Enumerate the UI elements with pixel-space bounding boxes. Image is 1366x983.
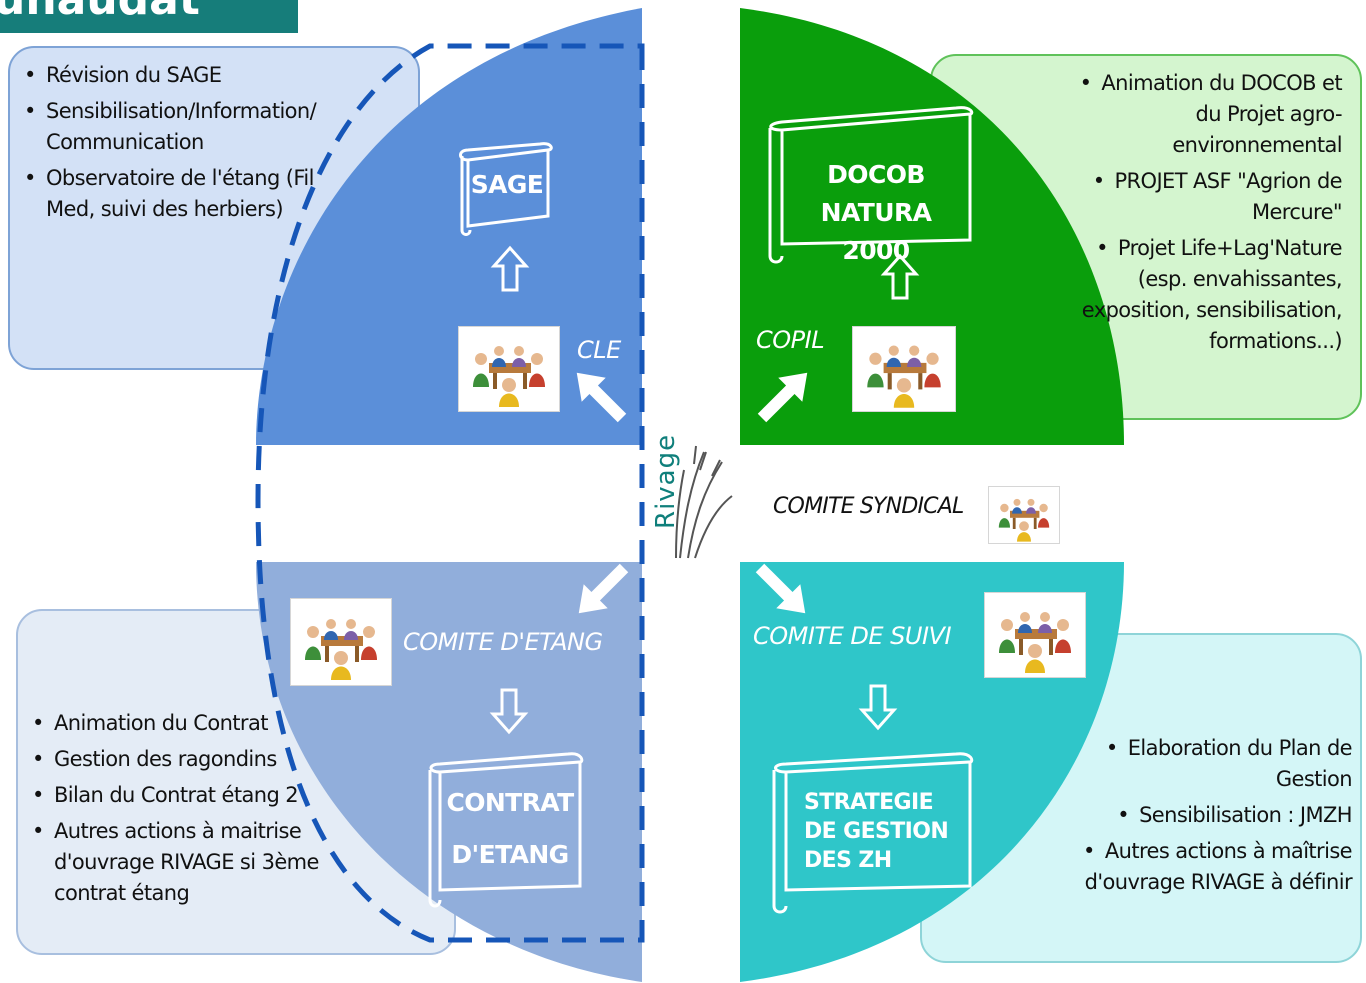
arrow-to-bottom-left bbox=[578, 563, 629, 614]
arrow-down-icon bbox=[489, 688, 529, 735]
dashed-boundary bbox=[255, 43, 645, 943]
list-item: Projet Life+Lag'Nature (esp. envahissant… bbox=[1060, 233, 1343, 357]
scroll-icon bbox=[428, 752, 584, 908]
brand-rivage: Rivage bbox=[651, 433, 681, 529]
body-label-comite-etang: COMITE D'ETANG bbox=[403, 628, 603, 656]
meeting-icon bbox=[290, 598, 392, 686]
arrow-up-icon bbox=[880, 253, 920, 300]
meeting-icon bbox=[988, 486, 1060, 544]
header-title: unaudat bbox=[0, 0, 200, 25]
arrow-to-top-right bbox=[757, 372, 808, 423]
actions-list-bottom-left: Animation du Contrat Gestion des ragondi… bbox=[30, 708, 330, 914]
actions-list-top-right: Animation du DOCOB et du Projet agro-env… bbox=[1060, 68, 1343, 362]
reed-icon bbox=[675, 445, 733, 559]
meeting-icon bbox=[458, 326, 560, 412]
header-banner: unaudat bbox=[0, 0, 298, 33]
list-item: Autres actions à maitrise d'ouvrage RIVA… bbox=[30, 816, 330, 909]
list-item: Elaboration du Plan de Gestion bbox=[1064, 733, 1353, 795]
actions-list-top-left: Révision du SAGE Sensibilisation/Informa… bbox=[22, 60, 352, 230]
list-item: Révision du SAGE bbox=[22, 60, 352, 91]
document-docob-line1: DOCOB bbox=[827, 160, 925, 189]
document-docob-line2: NATURA 2000 bbox=[820, 198, 932, 265]
list-item: Observatoire de l'étang (Fil Med, suivi … bbox=[22, 163, 352, 225]
body-label-comite-suivi: COMITE DE SUIVI bbox=[753, 622, 952, 650]
document-strategie-line2: DE GESTION bbox=[804, 819, 949, 844]
list-item: Autres actions à maîtrise d'ouvrage RIVA… bbox=[1064, 836, 1353, 898]
document-contrat-line1: CONTRAT bbox=[446, 788, 574, 817]
actions-list-bottom-right: Elaboration du Plan de Gestion Sensibili… bbox=[1064, 733, 1353, 903]
list-item: PROJET ASF "Agrion de Mercure" bbox=[1060, 166, 1342, 228]
center-label: COMITE SYNDICAL bbox=[773, 494, 964, 519]
arrow-to-bottom-right bbox=[755, 563, 806, 614]
list-item: Sensibilisation/Information/ Communicati… bbox=[22, 96, 352, 158]
list-item: Bilan du Contrat étang 2 bbox=[30, 780, 330, 811]
document-strategie-line1: STRATEGIE bbox=[804, 790, 934, 815]
document-sage: SAGE bbox=[470, 170, 544, 199]
body-label-cle: CLE bbox=[577, 336, 621, 364]
scroll-icon bbox=[772, 752, 974, 914]
document-contrat-line2: D'ETANG bbox=[451, 840, 569, 869]
scroll-icon bbox=[768, 106, 974, 264]
list-item: Sensibilisation : JMZH bbox=[1064, 800, 1353, 831]
list-item: Animation du Contrat bbox=[30, 708, 330, 739]
list-item: Gestion des ragondins bbox=[30, 744, 330, 775]
list-item: Animation du DOCOB et du Projet agro-env… bbox=[1060, 68, 1342, 161]
arrow-down-icon bbox=[858, 684, 898, 731]
scroll-icon bbox=[459, 142, 553, 236]
arrow-to-top-left bbox=[576, 372, 627, 423]
meeting-icon bbox=[984, 592, 1086, 678]
meeting-icon bbox=[852, 326, 956, 412]
arrow-up-icon bbox=[490, 245, 530, 292]
document-strategie-line3: DES ZH bbox=[804, 848, 892, 873]
body-label-copil: COPIL bbox=[756, 326, 825, 354]
